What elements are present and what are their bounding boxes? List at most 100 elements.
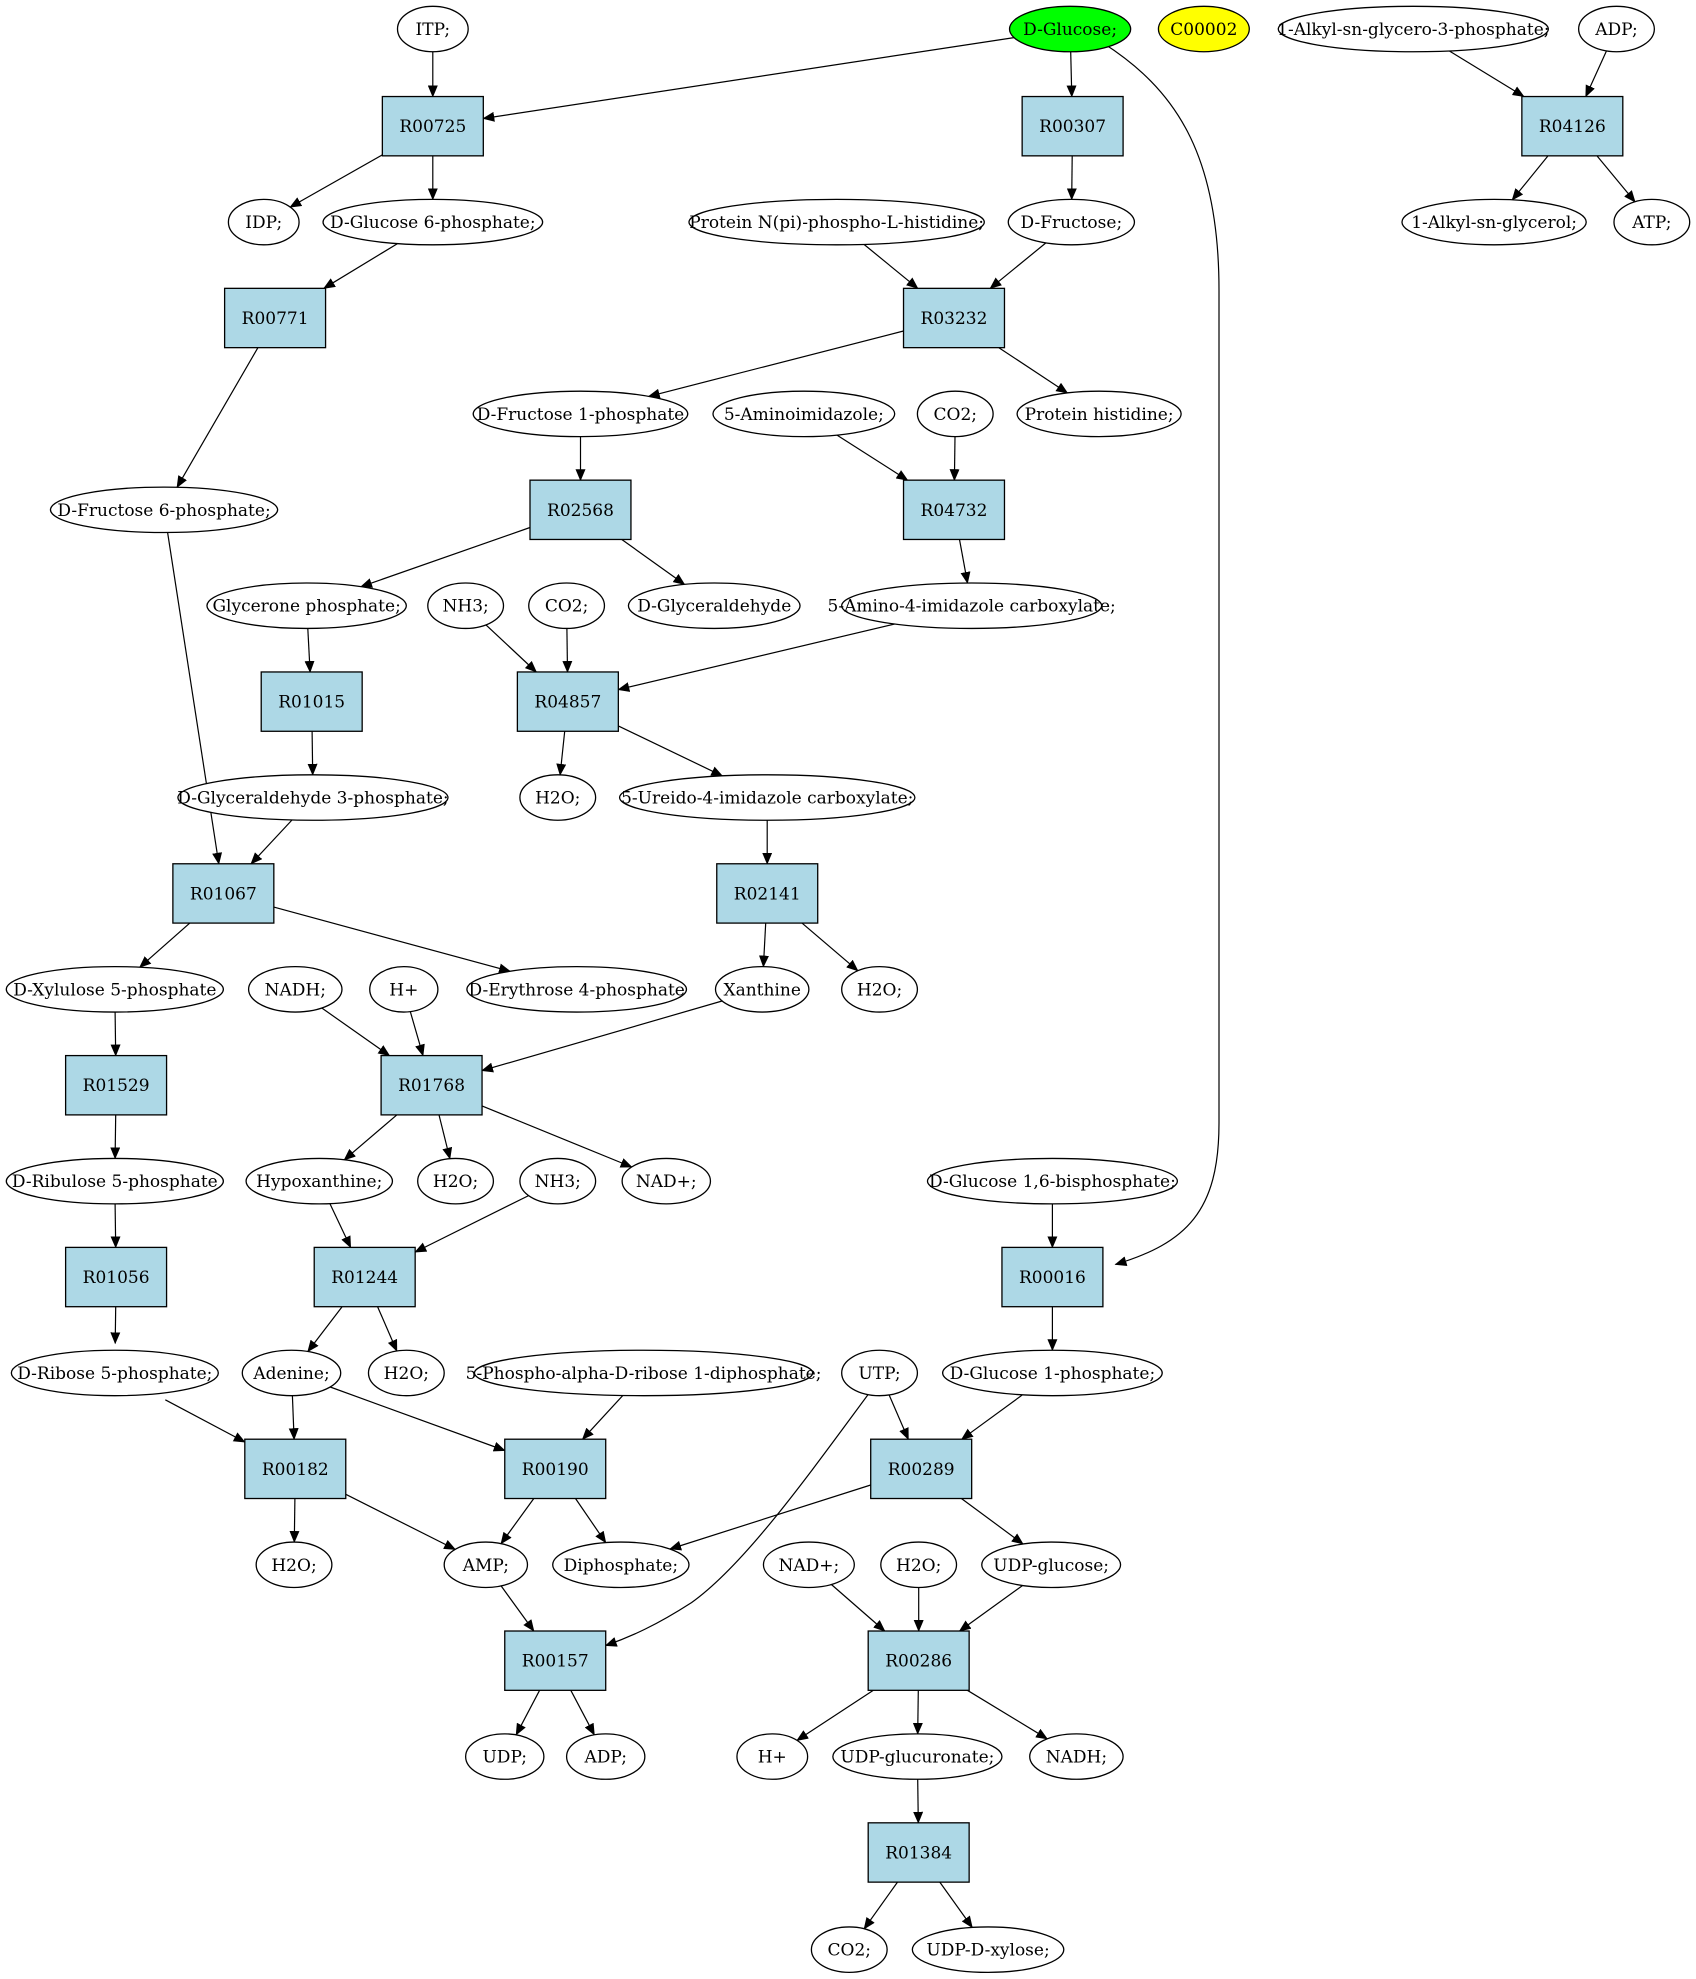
compound-node-amp[interactable]: AMP; xyxy=(443,1541,529,1589)
reaction-node-r04732[interactable]: R04732 xyxy=(902,479,1006,541)
edge-aicarbox-to-r04857 xyxy=(617,623,895,692)
reaction-node-r00157[interactable]: R00157 xyxy=(504,1630,607,1691)
compound-node-hypoxanthine[interactable]: Hypoxanthine; xyxy=(245,1157,394,1205)
compound-node-ru5p[interactable]: D-Ribulose 5-phosphate xyxy=(5,1157,225,1205)
compound-node-h2o_d[interactable]: H2O; xyxy=(367,1349,445,1397)
compound-node-idp[interactable]: IDP; xyxy=(227,198,300,246)
compound-node-g6p[interactable]: D-Glucose 6-phosphate; xyxy=(322,198,544,246)
compound-node-nadh_b[interactable]: NADH; xyxy=(1029,1733,1124,1780)
compound-node-x5p[interactable]: D-Xylulose 5-phosphate xyxy=(5,965,225,1013)
compound-node-adp_top[interactable]: ADP; xyxy=(1577,5,1656,53)
compound-node-alkylg3p[interactable]: 1-Alkyl-sn-glycero-3-phosphate; xyxy=(1277,5,1549,53)
compound-node-dglucose[interactable]: D-Glucose; xyxy=(1008,5,1132,53)
edge-r00286-to-hplus_b xyxy=(796,1689,874,1741)
compound-node-protehis[interactable]: Protein histidine; xyxy=(1016,390,1182,438)
reaction-label: R03232 xyxy=(921,309,988,329)
compound-node-utp[interactable]: UTP; xyxy=(841,1349,919,1397)
edge-r00182-to-amp xyxy=(345,1493,457,1550)
compound-node-adenine[interactable]: Adenine; xyxy=(241,1349,342,1397)
reaction-node-r03232[interactable]: R03232 xyxy=(902,287,1006,349)
reaction-box xyxy=(64,1054,168,1116)
compound-node-adp_b[interactable]: ADP; xyxy=(565,1733,646,1780)
compound-ellipse xyxy=(206,582,407,630)
compound-node-e4p[interactable]: D-Erythrose 4-phosphate xyxy=(466,965,688,1013)
edge-r02568-to-dglyceraldehyde xyxy=(621,539,686,585)
reaction-node-r01015[interactable]: R01015 xyxy=(260,671,363,732)
reaction-node-r01067[interactable]: R01067 xyxy=(172,863,275,924)
reaction-node-r00286[interactable]: R00286 xyxy=(867,1630,970,1691)
compound-node-h2o_b[interactable]: H2O; xyxy=(841,965,919,1013)
reaction-node-r00190[interactable]: R00190 xyxy=(504,1438,607,1500)
compound-label: D-Glucose; xyxy=(1023,20,1117,40)
reaction-node-r00182[interactable]: R00182 xyxy=(244,1438,347,1500)
reaction-node-r00771[interactable]: R00771 xyxy=(223,287,327,349)
edge-r01768-to-nadplus_a xyxy=(481,1105,633,1168)
compound-node-c00002[interactable]: C00002 xyxy=(1157,5,1250,53)
compound-node-protnphis[interactable]: Protein N(pi)-phospho-L-histidine; xyxy=(688,198,985,246)
compound-node-f1p[interactable]: D-Fructose 1-phosphate xyxy=(472,390,689,438)
edge-udpglucose-to-r00286 xyxy=(958,1585,1023,1632)
compound-node-udpglucuronate[interactable]: UDP-glucuronate; xyxy=(832,1733,1003,1780)
compound-node-nh3_b[interactable]: NH3; xyxy=(519,1157,597,1205)
compound-node-f6p[interactable]: D-Fructose 6-phosphate; xyxy=(49,486,279,534)
compound-node-hplus_b[interactable]: H+ xyxy=(736,1733,809,1780)
compound-node-dfructose[interactable]: D-Fructose; xyxy=(1007,198,1136,246)
compound-node-g3p[interactable]: D-Glyceraldehyde 3-phosphate; xyxy=(177,774,449,821)
reaction-node-r00289[interactable]: R00289 xyxy=(870,1438,973,1500)
compound-node-g1p[interactable]: D-Glucose 1-phosphate; xyxy=(941,1349,1163,1397)
compound-node-aminoimid[interactable]: 5-Aminoimidazole; xyxy=(712,390,896,438)
compound-ellipse xyxy=(1157,5,1250,53)
compound-node-prpp[interactable]: 5-Phospho-alpha-D-ribose 1-diphosphate; xyxy=(466,1349,822,1397)
compound-node-diphosphate[interactable]: Diphosphate; xyxy=(552,1541,690,1589)
compound-node-aicarbox[interactable]: 5-Amino-4-imidazole carboxylate; xyxy=(828,582,1116,630)
compound-node-udpxylose[interactable]: UDP-D-xylose; xyxy=(911,1926,1065,1974)
compound-node-co2_a[interactable]: CO2; xyxy=(916,390,994,438)
compound-node-h2o_a[interactable]: H2O; xyxy=(519,774,597,821)
edge-r00182-to-h2o_e xyxy=(289,1498,300,1543)
compound-node-glycp[interactable]: Glycerone phosphate; xyxy=(206,582,407,630)
compound-node-atp[interactable]: ATP; xyxy=(1613,198,1691,246)
reaction-node-r00307[interactable]: R00307 xyxy=(1021,95,1124,157)
reaction-node-r01768[interactable]: R01768 xyxy=(380,1054,483,1116)
reaction-node-r00725[interactable]: R00725 xyxy=(381,95,484,157)
compound-node-co2_b[interactable]: CO2; xyxy=(528,582,606,630)
reaction-node-r00016[interactable]: R00016 xyxy=(1001,1246,1104,1308)
compound-label: D-Glucose 6-phosphate; xyxy=(330,213,536,233)
compound-node-g16bp[interactable]: D-Glucose 1,6-bisphosphate; xyxy=(926,1157,1179,1205)
compound-node-itp[interactable]: ITP; xyxy=(396,5,469,53)
compound-node-udp[interactable]: UDP; xyxy=(464,1733,545,1780)
compound-node-alkylglycerol[interactable]: 1-Alkyl-sn-glycerol; xyxy=(1401,198,1587,246)
compound-node-ureido[interactable]: 5-Ureido-4-imidazole carboxylate; xyxy=(618,774,916,821)
reaction-node-r04126[interactable]: R04126 xyxy=(1521,95,1624,157)
compound-node-nadplus_a[interactable]: NAD+; xyxy=(621,1157,712,1205)
compound-node-co2_c[interactable]: CO2; xyxy=(810,1926,888,1974)
compound-node-xanthine[interactable]: Xanthine xyxy=(714,965,810,1013)
edge-r01768-to-h2o_c xyxy=(438,1114,453,1160)
reaction-node-r01529[interactable]: R01529 xyxy=(64,1054,168,1116)
compound-node-hplus_a[interactable]: H+ xyxy=(369,965,439,1013)
compound-ellipse xyxy=(1016,390,1182,438)
reaction-node-r01384[interactable]: R01384 xyxy=(867,1822,970,1883)
reaction-node-r04857[interactable]: R04857 xyxy=(516,671,619,732)
reaction-node-r01244[interactable]: R01244 xyxy=(313,1246,416,1308)
compound-node-dglyceraldehyde[interactable]: D-Glyceraldehyde xyxy=(627,582,801,630)
compound-node-nh3_a[interactable]: NH3; xyxy=(427,582,505,630)
edge-r00286-to-nadh_b xyxy=(967,1689,1049,1740)
compound-ellipse xyxy=(1613,198,1691,246)
compound-node-udpglucose[interactable]: UDP-glucose; xyxy=(981,1541,1122,1589)
reaction-node-r02568[interactable]: R02568 xyxy=(529,479,632,541)
compound-node-h2o_e[interactable]: H2O; xyxy=(255,1541,333,1589)
compound-node-h2o_f[interactable]: H2O; xyxy=(880,1541,958,1589)
compound-node-nadplus_b[interactable]: NAD+; xyxy=(762,1541,855,1589)
reaction-node-r02141[interactable]: R02141 xyxy=(716,863,819,924)
reaction-node-r01056[interactable]: R01056 xyxy=(64,1246,168,1308)
compound-node-nadh_a[interactable]: NADH; xyxy=(247,965,343,1013)
compound-ellipse xyxy=(322,198,544,246)
compound-label: ATP; xyxy=(1631,213,1671,233)
compound-ellipse xyxy=(245,1157,394,1205)
compound-node-h2o_c[interactable]: H2O; xyxy=(417,1157,495,1205)
compound-ellipse xyxy=(810,1926,888,1974)
compound-node-r5p[interactable]: D-Ribose 5-phosphate; xyxy=(10,1349,219,1397)
edge-r00307-to-dfructose xyxy=(1066,155,1077,201)
edge-aminoimid-to-r04732 xyxy=(836,434,909,481)
